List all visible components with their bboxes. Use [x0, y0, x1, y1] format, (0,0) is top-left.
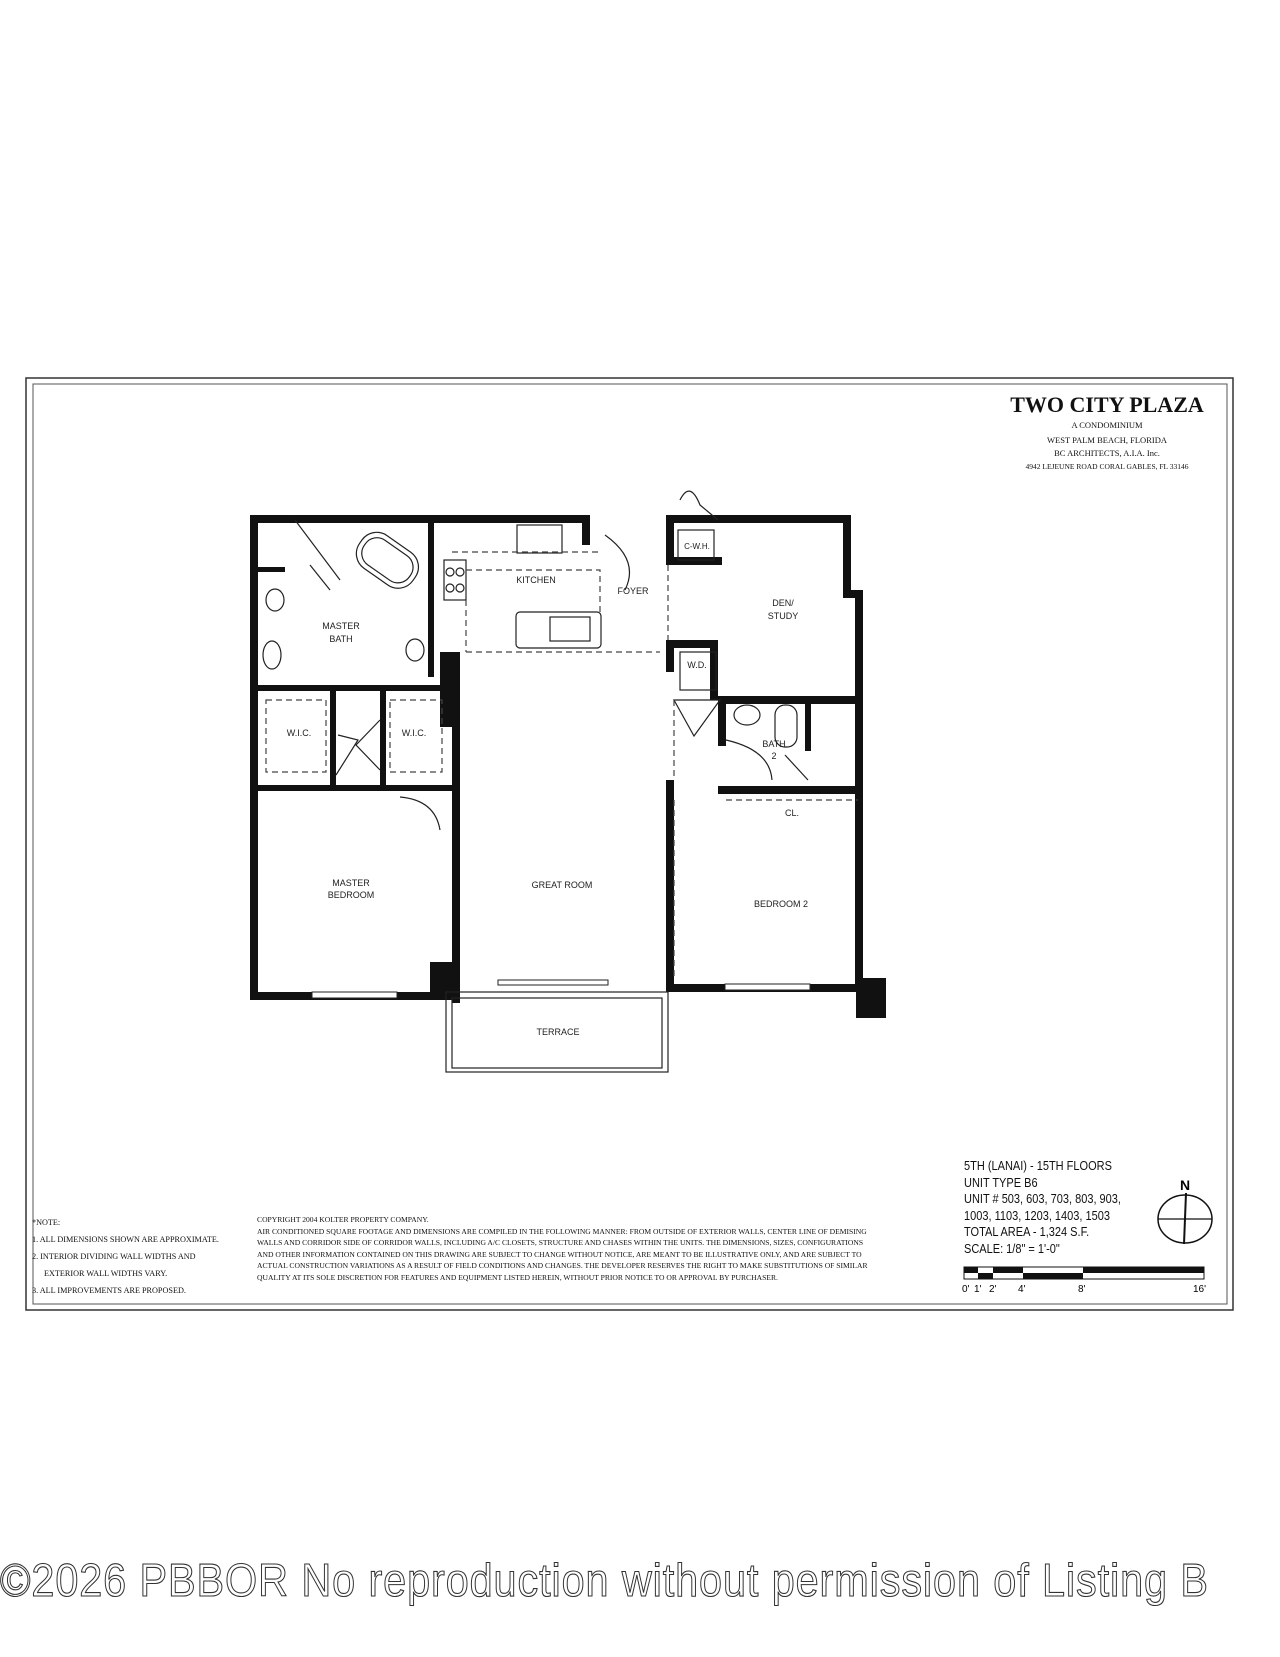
label-master-bedroom-2: BEDROOM — [328, 890, 375, 900]
scale-tick: 0' — [962, 1284, 970, 1295]
label-wic-left: W.I.C. — [287, 728, 312, 738]
note-item: 2. INTERIOR DIVIDING WALL WIDTHS AND — [32, 1252, 196, 1261]
notes-heading: *NOTE: — [32, 1218, 61, 1227]
copyright-line: COPYRIGHT 2004 KOLTER PROPERTY COMPANY. — [257, 1215, 429, 1224]
north-label: N — [1180, 1177, 1190, 1193]
label-den: DEN/ — [772, 598, 794, 608]
note-item: EXTERIOR WALL WIDTHS VARY. — [44, 1269, 168, 1278]
copyright-disclaimer: AIR CONDITIONED SQUARE FOOTAGE AND DIMEN… — [257, 1226, 868, 1282]
label-master-bath: MASTER — [322, 621, 360, 631]
architect: BC ARCHITECTS, A.I.A. Inc. — [1054, 448, 1160, 458]
label-cwh: C-W.H. — [684, 542, 710, 551]
unit-floors: 5TH (LANAI) - 15TH FLOORS — [964, 1159, 1112, 1173]
scale-tick: 16' — [1193, 1284, 1206, 1295]
unit-numbers-2: 1003, 1103, 1203, 1403, 1503 — [964, 1208, 1110, 1223]
unit-total-area: TOTAL AREA - 1,324 S.F. — [964, 1225, 1090, 1239]
label-master-bath-2: BATH — [329, 634, 352, 644]
architect-address: 4942 LEJEUNE ROAD CORAL GABLES, FL 33146 — [1026, 462, 1189, 471]
plan-walls — [250, 515, 886, 1018]
unit-info: 5TH (LANAI) - 15TH FLOORS UNIT TYPE B6 U… — [964, 1158, 1121, 1257]
label-foyer: FOYER — [617, 586, 649, 596]
label-bedroom2: BEDROOM 2 — [754, 899, 808, 909]
label-wd: W.D. — [687, 660, 707, 670]
notes-block: *NOTE: 1. ALL DIMENSIONS SHOWN ARE APPRO… — [32, 1214, 219, 1299]
label-kitchen: KITCHEN — [516, 575, 556, 585]
watermark: ©2026 PBBOR No reproduction without perm… — [0, 1553, 1209, 1606]
copyright-block: COPYRIGHT 2004 KOLTER PROPERTY COMPANY. … — [257, 1214, 877, 1284]
scale-bar: 0' 1' 2' 4' 8' 16' — [962, 1266, 1206, 1295]
project-location: WEST PALM BEACH, FLORIDA — [1047, 435, 1168, 445]
unit-type: UNIT TYPE B6 — [964, 1175, 1038, 1190]
scale-tick: 1' — [974, 1284, 982, 1295]
sheet-border — [25, 377, 1234, 1311]
unit-numbers: UNIT # 503, 603, 703, 803, 903, — [964, 1192, 1121, 1206]
scale-tick: 8' — [1078, 1284, 1086, 1295]
label-great-room: GREAT ROOM — [532, 880, 593, 890]
project-title: TWO CITY PLAZA — [1010, 392, 1204, 417]
project-subtitle: A CONDOMINIUM — [1071, 420, 1143, 430]
scale-tick: 2' — [989, 1284, 997, 1295]
label-wic-right: W.I.C. — [402, 728, 427, 738]
label-closet: CL. — [785, 808, 799, 818]
label-bath2-num: 2 — [771, 751, 776, 761]
label-study: STUDY — [768, 611, 799, 621]
scale-tick: 4' — [1018, 1284, 1026, 1295]
room-labels: KITCHEN FOYER DEN/ STUDY MASTER BATH W.I… — [287, 542, 808, 1037]
label-bath2: BATH — [762, 739, 785, 749]
label-terrace: TERRACE — [536, 1027, 579, 1037]
plan-fixtures — [262, 490, 858, 1073]
sheet-inner-border — [32, 383, 1228, 1305]
note-item: 1. ALL DIMENSIONS SHOWN ARE APPROXIMATE. — [32, 1235, 219, 1244]
unit-scale: SCALE: 1/8" = 1'-0" — [964, 1241, 1060, 1256]
label-master-bedroom: MASTER — [332, 878, 370, 888]
note-item: 3. ALL IMPROVEMENTS ARE PROPOSED. — [32, 1286, 186, 1295]
north-arrow-icon: N — [1157, 1177, 1213, 1245]
